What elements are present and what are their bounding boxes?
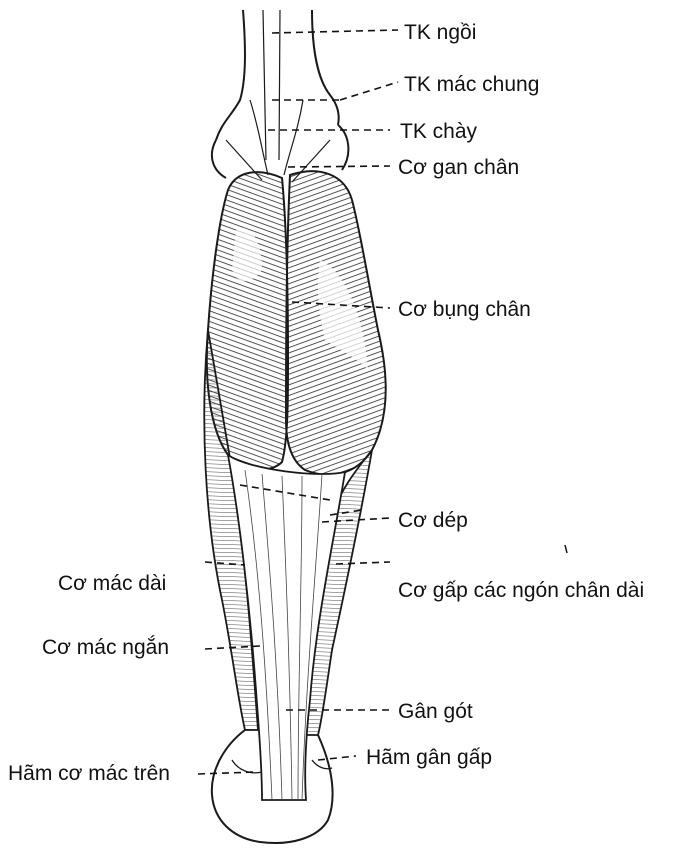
label-tk-chay: TK chày [400, 121, 477, 142]
stray-mark [565, 545, 567, 553]
label-gan-got: Gân gót [398, 701, 473, 722]
label-ham-gan-gap: Hãm gân gấp [366, 747, 492, 768]
label-co-mac-dai: Cơ mác dài [58, 573, 166, 594]
label-co-bung-chan: Cơ bụng chân [398, 299, 531, 320]
label-co-dep: Cơ dép [398, 510, 468, 531]
label-tk-ngoi: TK ngồi [404, 22, 476, 43]
label-co-gan-chan: Cơ gan chân [398, 157, 519, 178]
label-ham-co-mac-tren: Hãm cơ mác trên [8, 763, 170, 784]
label-tk-mac-chung: TK mác chung [404, 74, 539, 95]
label-co-mac-ngan: Cơ mác ngắn [42, 637, 169, 658]
label-co-gap-cac-ngon-chan-dai: Cơ gấp các ngón chân dài [398, 580, 644, 601]
